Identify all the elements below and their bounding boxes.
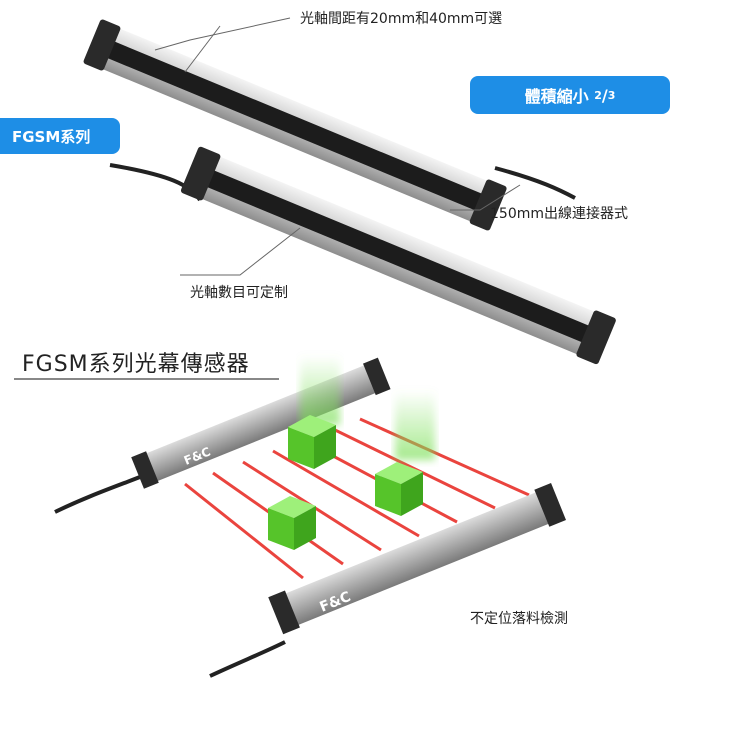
cable — [209, 640, 286, 678]
glow — [300, 355, 340, 425]
volume-badge: 體積縮小 2/3 — [470, 76, 670, 114]
green-cube — [375, 462, 423, 516]
callout-leader — [184, 25, 221, 73]
callout-custom: 光軸數目可定制 — [190, 285, 288, 301]
series-badge-label: FGSM系列 — [12, 127, 91, 146]
callout-leader — [180, 227, 301, 276]
volume-badge-label: 體積縮小 — [524, 87, 589, 106]
cable — [494, 166, 576, 200]
glow — [395, 390, 435, 460]
callout-leader — [154, 17, 291, 51]
page-heading: FGSM系列光幕傳感器 — [22, 352, 250, 377]
callout-detect: 不定位落料檢測 — [470, 611, 568, 627]
callout-leader — [450, 184, 521, 211]
heading-underline — [14, 378, 279, 380]
callout-pitch: 光軸間距有20mm和40mm可選 — [300, 11, 503, 27]
sensor-bar-middle — [180, 146, 616, 365]
green-cube — [288, 415, 336, 469]
cable — [54, 473, 146, 514]
volume-fraction-num: 2 — [594, 88, 602, 102]
green-cube — [268, 496, 316, 550]
volume-fraction-den: 3 — [607, 88, 616, 102]
series-badge: FGSM系列 — [0, 118, 120, 154]
callout-connector: 150mm出線連接器式 — [490, 206, 628, 222]
curtain-bar-front — [268, 482, 567, 635]
sensor-bar-top — [83, 19, 507, 231]
